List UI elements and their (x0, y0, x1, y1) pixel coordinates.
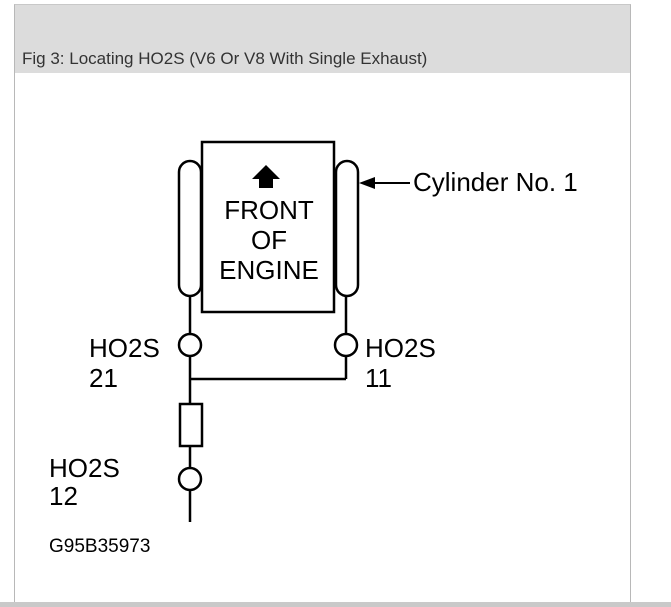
ho2s-12-name: HO2S (49, 453, 120, 483)
left-exhaust-manifold (177, 159, 203, 298)
ho2s-21-number: 21 (89, 363, 118, 393)
ho2s-11-sensor-icon (333, 332, 359, 358)
ho2s-21-sensor-icon (177, 332, 203, 358)
right-exhaust-manifold (334, 159, 360, 298)
catalytic-converter (178, 402, 204, 448)
ho2s-11-number: 11 (365, 363, 392, 393)
ho2s-12-number: 12 (49, 481, 78, 511)
cylinder-label: Cylinder No. 1 (413, 167, 578, 197)
engine-label-engine: ENGINE (219, 255, 319, 285)
ho2s-11-name: HO2S (365, 333, 436, 363)
ho2s-21-name: HO2S (89, 333, 160, 363)
caption-bar: Fig 3: Locating HO2S (V6 Or V8 With Sing… (15, 5, 630, 73)
figure-frame: Fig 3: Locating HO2S (V6 Or V8 With Sing… (14, 4, 631, 603)
figure-code: G95B35973 (49, 536, 150, 557)
cylinder-pointer-arrowhead (359, 177, 375, 189)
ho2s-12-sensor-icon (177, 466, 203, 492)
figure-caption: Fig 3: Locating HO2S (V6 Or V8 With Sing… (22, 49, 428, 68)
bottom-scroll-strip (0, 602, 671, 607)
engine-label-front: FRONT (224, 195, 314, 225)
engine-label-of: OF (251, 225, 287, 255)
front-arrow-icon (252, 165, 280, 188)
